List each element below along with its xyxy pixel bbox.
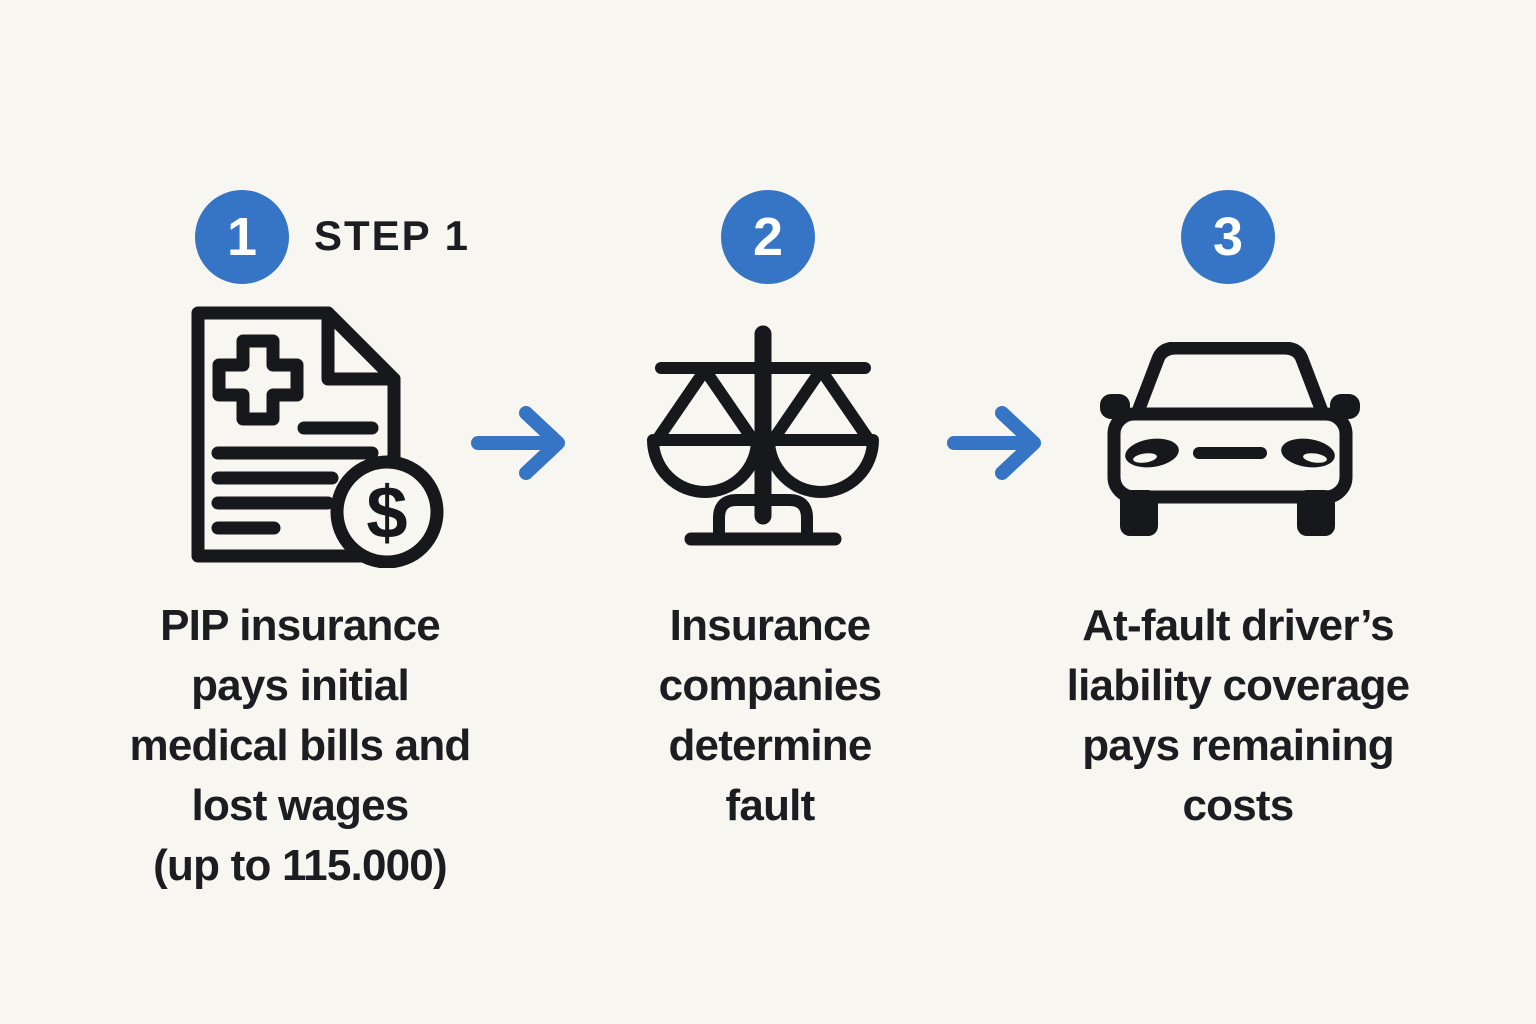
- left-hanger: [651, 364, 759, 446]
- step-3-number-badge: 3: [1181, 190, 1275, 284]
- scale-pedestal: [713, 494, 813, 538]
- step-1-caption: PIP insurance pays initial medical bills…: [129, 601, 472, 890]
- document-fold: [321, 306, 401, 386]
- step-1-label: STEP 1: [314, 212, 470, 259]
- dollar-coin: [330, 455, 444, 568]
- step-2-number-badge: 2: [721, 190, 815, 284]
- car-body: [1107, 407, 1353, 504]
- car-front-icon: [1100, 342, 1360, 536]
- right-arrow-icon: [471, 406, 565, 480]
- dollar-sign: $: [366, 471, 407, 554]
- car-cabin: [1130, 342, 1330, 421]
- left-headlight: [1125, 438, 1179, 468]
- step-2-caption: Insurance companies determine fault: [658, 601, 882, 830]
- right-arrow-icon: [947, 406, 1041, 480]
- right-hanger: [767, 364, 875, 446]
- step-1-number: 1: [226, 207, 258, 267]
- step-1-number-badge: 1: [195, 190, 289, 284]
- medical-bill-dollar-icon: $: [191, 306, 444, 568]
- step-2-number: 2: [752, 207, 784, 267]
- scales-of-justice-icon: [647, 325, 879, 546]
- step-3-caption: At-fault driver’s liability coverage pay…: [1066, 601, 1410, 830]
- document-outline: [191, 306, 401, 563]
- left-bowl: [647, 434, 763, 498]
- step-3-number: 3: [1212, 207, 1244, 267]
- right-bowl: [763, 434, 879, 498]
- medical-cross: [212, 334, 304, 426]
- right-headlight: [1281, 438, 1335, 468]
